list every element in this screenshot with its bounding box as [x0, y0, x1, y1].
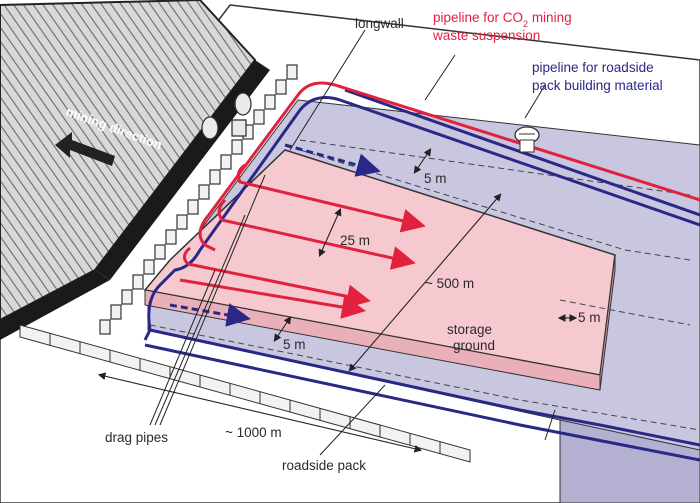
dim-5m-bottom-label: 5 m: [283, 337, 306, 352]
storage-label-line1: storage: [447, 322, 492, 337]
dim-5m-right-label: 5 m: [578, 310, 601, 325]
leader-lines: [149, 29, 556, 456]
dimension-lines: [97, 148, 578, 453]
roadside-pipeline-label-line1: pipeline for roadside: [532, 60, 654, 75]
coal-block: [0, 0, 270, 340]
longwall-label: longwall: [355, 16, 404, 31]
dashed-boundaries: [149, 139, 700, 431]
roadside-pack-label: roadside pack: [282, 458, 366, 473]
shearer: [201, 92, 252, 140]
co2-pipeline-label-line1: pipeline for CO2 mining: [433, 10, 572, 29]
drag-pipes-label: drag pipes: [105, 430, 168, 445]
dim-500m-label: ~ 500 m: [425, 276, 474, 291]
dim-25m-label: 25 m: [340, 233, 370, 248]
storage-label-line2: ground: [453, 338, 495, 353]
roadside-pipeline-label-line2: pack building material: [532, 78, 663, 93]
longwall-supports: [99, 64, 298, 335]
co2-pipeline-label-line2: waste suspension: [432, 28, 540, 43]
valve: [514, 126, 540, 153]
dim-1000m-label: ~ 1000 m: [225, 425, 282, 440]
mining-direction-arrow: [55, 132, 115, 166]
red-drag-pipes: [179, 163, 426, 319]
dim-5m-top-label: 5 m: [424, 171, 447, 186]
co2-pipeline: [198, 81, 700, 252]
